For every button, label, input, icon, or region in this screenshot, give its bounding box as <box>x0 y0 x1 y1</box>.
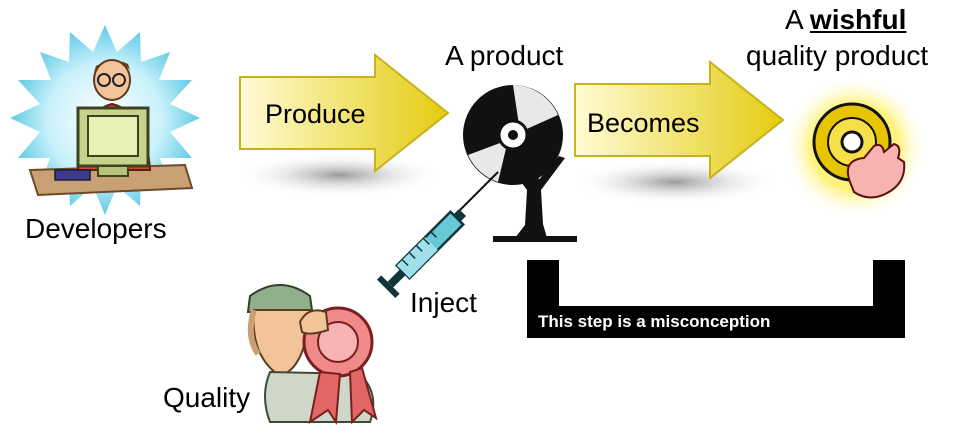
cd-disc-icon <box>463 85 563 185</box>
worker-with-award-ribbon-icon <box>246 284 378 425</box>
syringe-icon <box>376 171 499 299</box>
misconception-bracket <box>527 260 905 338</box>
wishful-word: wishful <box>809 4 907 35</box>
developers-label: Developers <box>25 213 167 244</box>
statue-holding-disc-icon <box>493 156 577 242</box>
produce-arrow <box>235 52 450 197</box>
wishful-prefix: A <box>785 4 810 35</box>
developer-at-computer-icon <box>10 25 200 215</box>
becomes-arrow <box>570 59 785 204</box>
wishful-line2: quality product <box>746 40 929 71</box>
wishful-title: A wishful <box>785 4 906 36</box>
inject-label: Inject <box>410 287 477 318</box>
misconception-label: This step is a misconception <box>538 312 771 331</box>
produce-label: Produce <box>265 99 366 129</box>
becomes-label: Becomes <box>587 108 700 138</box>
quality-label: Quality <box>163 382 251 413</box>
glowing-cd-in-hand-icon <box>783 75 927 219</box>
product-label: A product <box>445 40 564 71</box>
